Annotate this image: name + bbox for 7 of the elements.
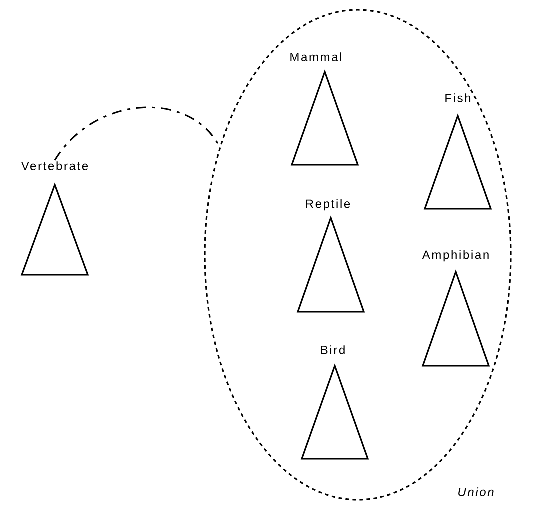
- node-label: Reptile: [306, 199, 350, 211]
- node-label: Bird: [321, 346, 345, 354]
- node-label: Vertebrate: [21, 162, 88, 170]
- node-label: Fish: [446, 94, 471, 102]
- node-label: Amphibian: [422, 250, 489, 262]
- node-label: Mammal: [290, 52, 342, 62]
- association-arc: [54, 107, 220, 161]
